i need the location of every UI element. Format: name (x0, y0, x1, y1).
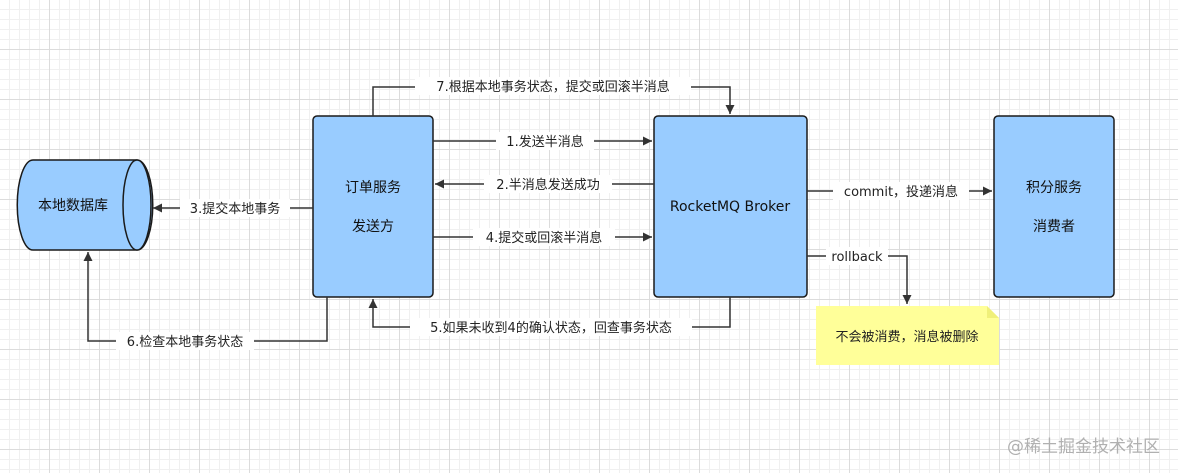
points-service-title: 积分服务 (1026, 180, 1082, 196)
order-service-title: 订单服务 (345, 180, 401, 196)
edge-check-back-status: 5.如果未收到4的确认状态，回查事务状态 (368, 297, 731, 336)
order-service-role: 发送方 (352, 219, 394, 235)
edge-commit-by-local-status: 7.根据本地事务状态，提交或回滚半消息 (372, 77, 735, 116)
rollback-label: rollback (831, 250, 883, 265)
order-service-node: 订单服务 发送方 (312, 115, 434, 298)
watermark: @稀土掘金技术社区 (1007, 437, 1160, 457)
local-database-node: 本地数据库 (16, 159, 154, 251)
points-service-role: 消费者 (1033, 219, 1075, 235)
edge-send-half-message: 1.发送半消息 (433, 132, 652, 150)
edge-commit-local-transaction: 3.提交本地事务 (153, 199, 313, 217)
points-service-node: 积分服务 消费者 (993, 115, 1115, 298)
database-label: 本地数据库 (38, 198, 108, 214)
edge-4-label: 4.提交或回滚半消息 (486, 230, 602, 246)
edge-check-local-status: 6.检查本地事务状态 (83, 252, 328, 350)
note-text: 不会被消费，消息被删除 (835, 329, 978, 345)
broker-label: RocketMQ Broker (670, 199, 790, 215)
edge-2-label: 2.半消息发送成功 (496, 177, 599, 193)
edge-6-label: 6.检查本地事务状态 (127, 334, 243, 350)
edge-half-message-success: 2.半消息发送成功 (435, 175, 654, 193)
commit-label: commit，投递消息 (844, 184, 958, 200)
edge-5-label: 5.如果未收到4的确认状态，回查事务状态 (430, 320, 672, 336)
edge-3-label: 3.提交本地事务 (190, 201, 280, 217)
edge-rollback: rollback (807, 247, 912, 304)
broker-node: RocketMQ Broker (653, 115, 808, 298)
edge-commit-deliver: commit，投递消息 (807, 182, 992, 200)
edge-7-label: 7.根据本地事务状态，提交或回滚半消息 (436, 79, 669, 95)
deleted-note: 不会被消费，消息被删除 (816, 306, 999, 365)
edge-commit-or-rollback: 4.提交或回滚半消息 (433, 228, 652, 246)
edge-1-label: 1.发送半消息 (506, 134, 583, 150)
